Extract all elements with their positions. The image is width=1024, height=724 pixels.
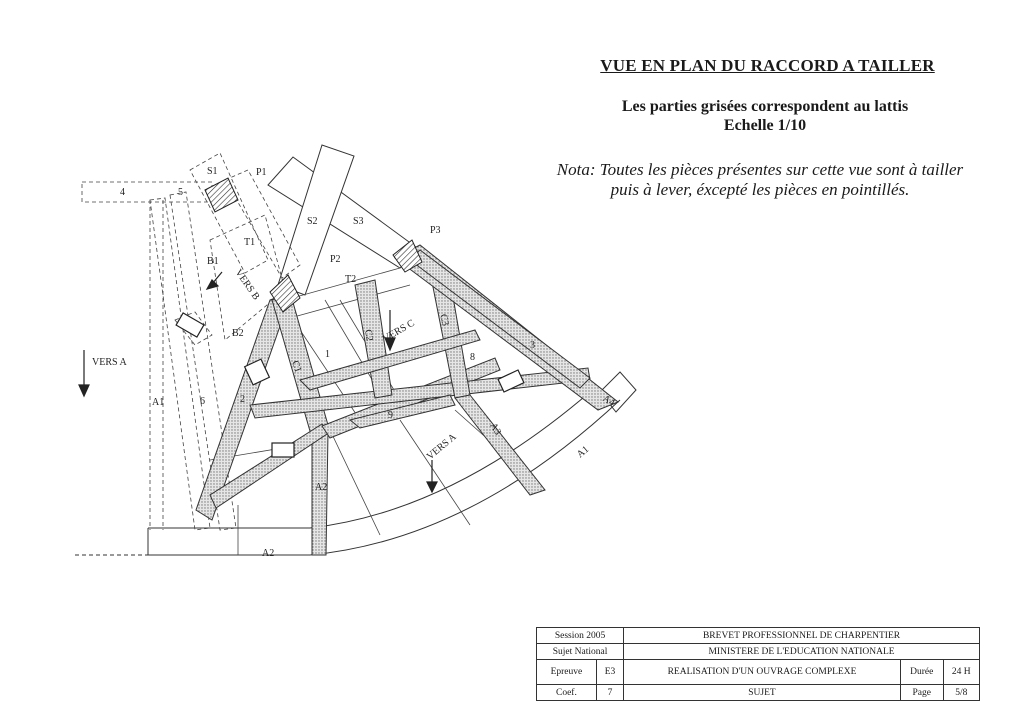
member-cross-b [299,329,481,391]
member-8 [409,249,591,389]
label-a4: A4 [601,393,617,409]
outer-outline [75,371,637,556]
document-cell: SUJET [623,684,901,701]
label-vers-b: VERS B [233,267,262,302]
mortises [175,312,525,458]
label-6: 6 [200,396,205,407]
member-9b [348,394,456,429]
label-1: 1 [325,349,330,360]
label-3: 3 [530,340,535,351]
label-a1: A1 [152,397,164,408]
label-p3: P3 [430,225,441,236]
scale-note: Echelle 1/10 [723,117,807,134]
label-vers-a-right: VERS A [425,431,459,462]
epreuve-value-cell: E3 [595,659,625,685]
subtitle-block: Les parties grisées correspondent au lat… [560,97,970,135]
label-a2: A2 [315,482,327,493]
nota-label: Nota: [556,160,596,179]
label-9: 9 [388,410,393,421]
label-s1: S1 [207,166,218,177]
label-p2: P2 [330,254,341,265]
epreuve-title-cell: REALISATION D'UN OUVRAGE COMPLEXE [623,659,901,685]
post-p1 [204,177,239,213]
epreuve-label-cell: Epreuve [536,659,597,685]
post-p2 [269,274,301,313]
direction-arrows [78,271,438,494]
label-b2: B2 [232,328,244,339]
label-vers-c: VERS C [381,318,417,345]
label-c3: C3 [437,313,451,327]
label-b1: B1 [207,256,219,267]
coef-value-cell: 7 [595,684,625,701]
duree-value-cell: 24 H [942,659,981,685]
member-a2 [311,431,329,556]
posts [204,177,423,313]
label-2: 2 [240,394,245,405]
dashed-existing-parts [81,152,301,531]
label-t2: T2 [345,274,356,285]
label-a2-mark: A2 [262,548,274,559]
page-value-cell: 5/8 [942,684,981,701]
label-s2: S2 [307,216,318,227]
label-s3: S3 [353,216,364,227]
label-8: 8 [470,352,475,363]
page-label-cell: Page [899,684,944,701]
label-4: 4 [120,187,125,198]
label-c1: C1 [289,359,303,374]
post-p3 [392,239,423,273]
lattis-members [195,244,619,556]
nota-block: Nota: Toutes les pièces présentes sur ce… [545,160,975,200]
diplome-cell: BREVET PROFESSIONNEL DE CHARPENTIER [623,627,980,644]
coef-label-cell: Coef. [536,684,597,701]
ministere-cell: MINISTERE DE L'EDUCATION NATIONALE [623,643,980,660]
page-title: VUE EN PLAN DU RACCORD A TAILLER [600,56,935,75]
label-t1: T1 [244,237,255,248]
label-p1: P1 [256,167,267,178]
label-a3: A3 [487,421,503,437]
label-a1-mark: A1 [575,444,591,460]
member-a3 [454,394,546,496]
sujet-national-cell: Sujet National [535,643,625,660]
label-c2: C2 [362,329,375,342]
rafters-s2-s3 [267,144,421,296]
label-5: 5 [178,187,183,198]
title-block: Session 2005 BREVET PROFESSIONNEL DE CHA… [535,627,981,701]
lattis-note: Les parties grisées correspondent au lat… [621,98,909,115]
session-cell: Session 2005 [535,627,625,644]
label-vers-a-left: VERS A [92,357,128,368]
duree-label-cell: Durée [899,659,944,685]
nota-text: Toutes les pièces présentes sur cette vu… [599,160,964,199]
